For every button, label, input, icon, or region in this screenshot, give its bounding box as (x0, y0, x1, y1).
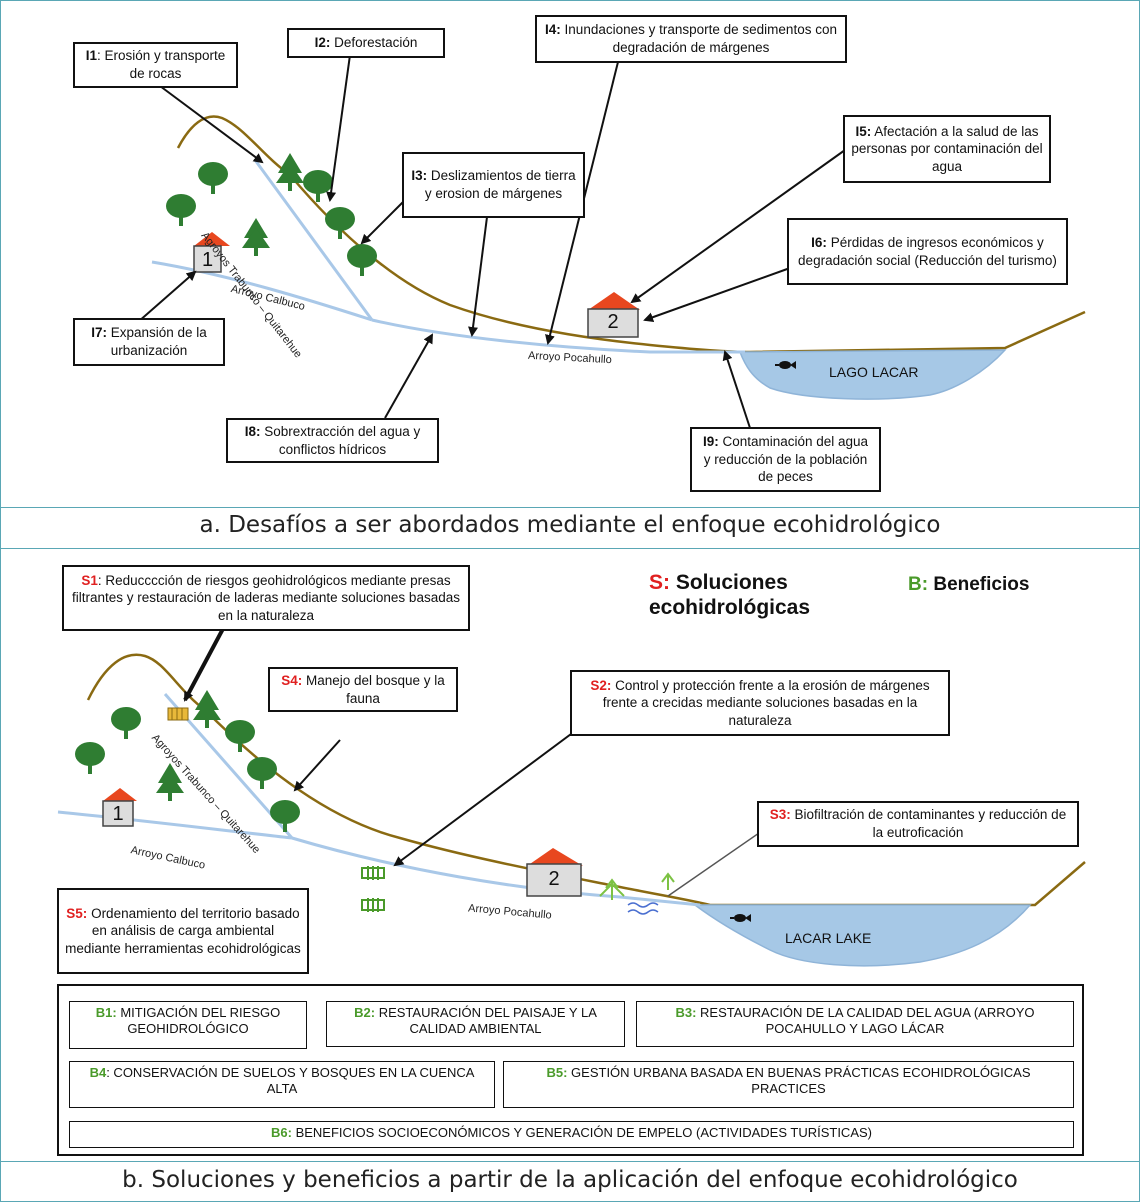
hillside-line (86, 653, 1086, 907)
benefit-b4: B4: CONSERVACIÓN DE SUELOS Y BOSQUES EN … (69, 1061, 495, 1108)
wetland-plants-icon (599, 872, 675, 915)
arrow-i6 (643, 267, 791, 323)
house-1-number: 1 (112, 803, 124, 825)
arrow-i3b (468, 216, 488, 337)
stream-calbuco (57, 810, 293, 840)
label-i3: I3: Deslizamientos de tierra y erosion d… (402, 152, 585, 218)
arrow-s4 (293, 739, 341, 792)
hillside-line (176, 115, 1086, 354)
benefit-b5: B5: GESTIÓN URBANA BASADA EN BUENAS PRÁC… (503, 1061, 1074, 1108)
label-s2: S2: Control y protección frente a la ero… (570, 670, 950, 736)
label-i2: I2: Deforestación (287, 28, 445, 58)
house-1-number: 1 (201, 249, 214, 271)
stream-calbuco (151, 260, 373, 322)
legend-benefits: B: Beneficios (908, 574, 1030, 595)
label-s3: S3: Biofiltración de contaminantes y red… (757, 801, 1079, 847)
arrow-s1 (183, 624, 227, 702)
benefit-b3: B3: RESTAURACIÓN DE LA CALIDAD DEL AGUA … (636, 1001, 1074, 1047)
arrow-i7 (137, 270, 197, 323)
label-s1: S1: Reducccción de riesgos geohidrológic… (62, 565, 470, 631)
house-2-icon (587, 292, 640, 338)
arrow-i3 (360, 199, 406, 245)
house-1-icon (102, 788, 137, 827)
panel-b-landscape (57, 624, 1086, 967)
label-i7: I7: Expansión de la urbanización (73, 318, 225, 366)
lake-label: LAGO LACAR (829, 364, 919, 380)
lake-shape (738, 349, 1007, 400)
bank-protection-icon (361, 866, 385, 912)
benefit-b2: B2: RESTAURACIÓN DEL PAISAJE Y LA CALIDA… (326, 1001, 625, 1047)
house-2-number: 2 (607, 311, 619, 333)
arrow-i1 (159, 85, 264, 164)
arrow-i8 (384, 333, 433, 419)
lake-shape (692, 904, 1032, 967)
label-s5: S5: Ordenamiento del territorio basado e… (57, 888, 309, 974)
house-1-icon (193, 232, 230, 273)
label-i6: I6: Pérdidas de ingresos económicos y de… (787, 218, 1068, 285)
benefit-b1: B1: MITIGACIÓN DEL RIESGO GEOHIDROLÓGICO (69, 1001, 307, 1049)
stream-trabunco (253, 159, 374, 321)
benefit-b6: B6: BENEFICIOS SOCIOECONÓMICOS Y GENERAC… (69, 1121, 1074, 1148)
check-dam-icon (167, 707, 189, 721)
label-i5: I5: Afectación a la salud de las persona… (843, 115, 1051, 183)
stream-pocahullo (371, 318, 745, 354)
benefits-container (57, 984, 1084, 1156)
label-s4: S4: Manejo del bosque y la fauna (268, 667, 458, 712)
label-i4: I4: Inundaciones y transporte de sedimen… (535, 15, 847, 63)
arrow-i2 (326, 54, 351, 202)
legend-solutions: S: Soluciones ecohidrológicas (649, 571, 811, 620)
label-i1: I1: Erosión y transporte de rocas (73, 42, 238, 88)
lake-label: LACAR LAKE (785, 930, 872, 946)
panel-b-caption: b. Soluciones y beneficios a partir de l… (122, 1167, 1018, 1193)
label-i9: I9: Contaminación del agua y reducción d… (690, 427, 881, 492)
arrow-i5 (630, 149, 846, 304)
house-2-icon (526, 848, 583, 897)
stream-pocahullo (291, 836, 701, 907)
arrow-i9 (722, 350, 751, 429)
panel-a-caption: a. Desafíos a ser abordados mediante el … (199, 512, 941, 538)
label-i8: I8: Sobrextracción del agua y conflictos… (226, 418, 439, 463)
house-2-number: 2 (548, 868, 560, 890)
